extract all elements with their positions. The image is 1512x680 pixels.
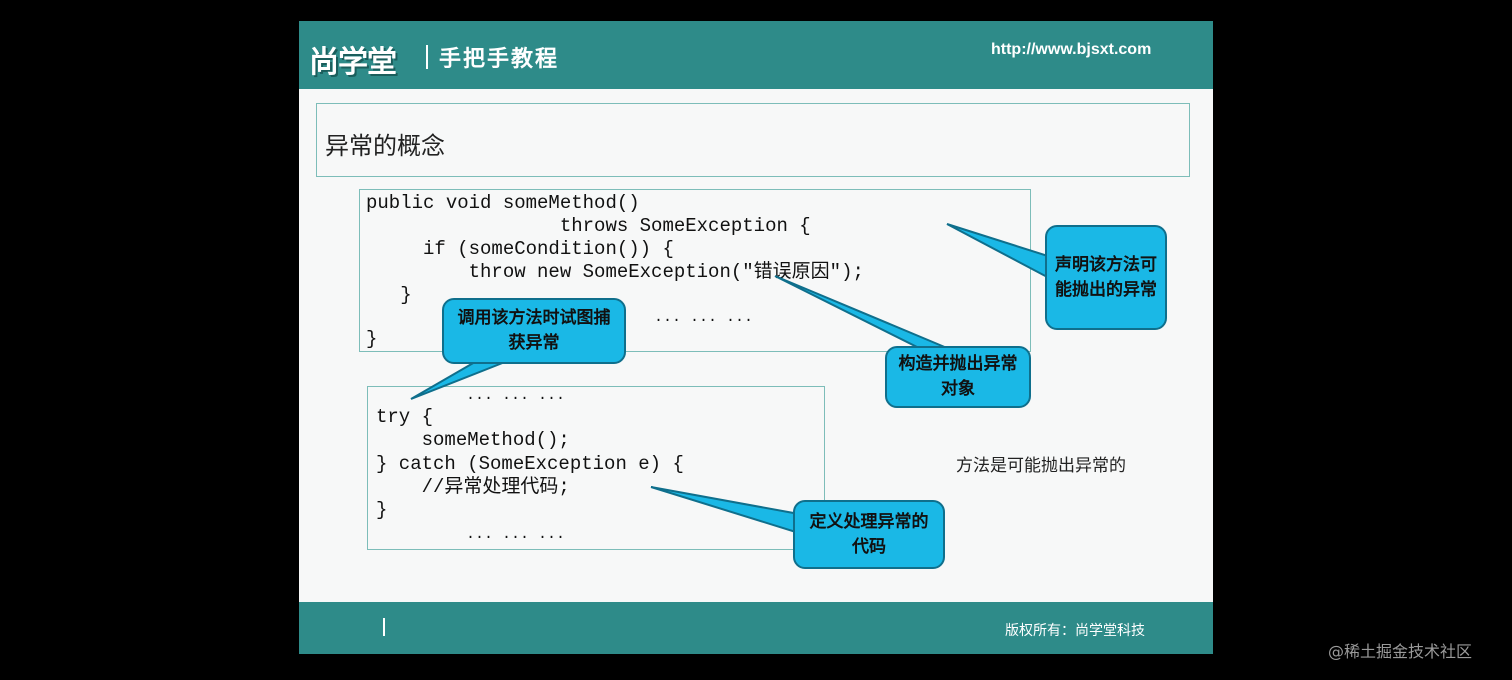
header-url: http://www.bjsxt.com — [991, 41, 1152, 58]
header-divider — [426, 45, 428, 69]
code-line: public void someMethod() — [366, 192, 640, 214]
code-line: ... ... ... — [376, 526, 566, 543]
code-line: ... ... ... — [376, 387, 566, 404]
code-line: throw new SomeException("错误原因"); — [366, 261, 864, 283]
slide-header: 尚学堂 手把手教程 http://www.bjsxt.com — [299, 21, 1213, 89]
callout-handle-code: 定义处理异常的代码 — [793, 500, 945, 569]
code-line: } catch (SomeException e) { — [376, 453, 684, 475]
copyright-text: 版权所有：尚学堂科技 — [1005, 623, 1145, 639]
slide-footer: 版权所有：尚学堂科技 — [299, 602, 1213, 654]
code-line: ... ... ... — [654, 309, 754, 326]
footer-divider — [383, 618, 385, 636]
code-line: //异常处理代码; — [376, 476, 570, 498]
code-line: } — [376, 499, 388, 521]
logo: 尚学堂 — [309, 45, 397, 80]
header-subtitle: 手把手教程 — [439, 47, 560, 72]
slide: 尚学堂 手把手教程 http://www.bjsxt.com 异常的概念 pub… — [299, 21, 1213, 654]
code-block-try-catch: ... ... ... try { someMethod(); } catch … — [367, 386, 825, 550]
code-line: someMethod(); — [376, 429, 570, 451]
code-line: } — [366, 284, 412, 306]
callout-call-catch: 调用该方法时试图捕获异常 — [442, 298, 626, 364]
code-line: throws SomeException { — [366, 215, 811, 237]
watermark: @稀土掘金技术社区 — [1328, 642, 1473, 661]
code-line: try { — [376, 406, 434, 428]
code-line: } — [366, 328, 378, 350]
title-box: 异常的概念 — [316, 103, 1190, 177]
callout-construct-throw: 构造并抛出异常对象 — [885, 346, 1031, 408]
side-note: 方法是可能抛出异常的 — [956, 456, 1126, 476]
code-line: if (someCondition()) { — [366, 238, 674, 260]
callout-declare-exception: 声明该方法可能抛出的异常 — [1045, 225, 1167, 330]
slide-title: 异常的概念 — [325, 132, 445, 160]
